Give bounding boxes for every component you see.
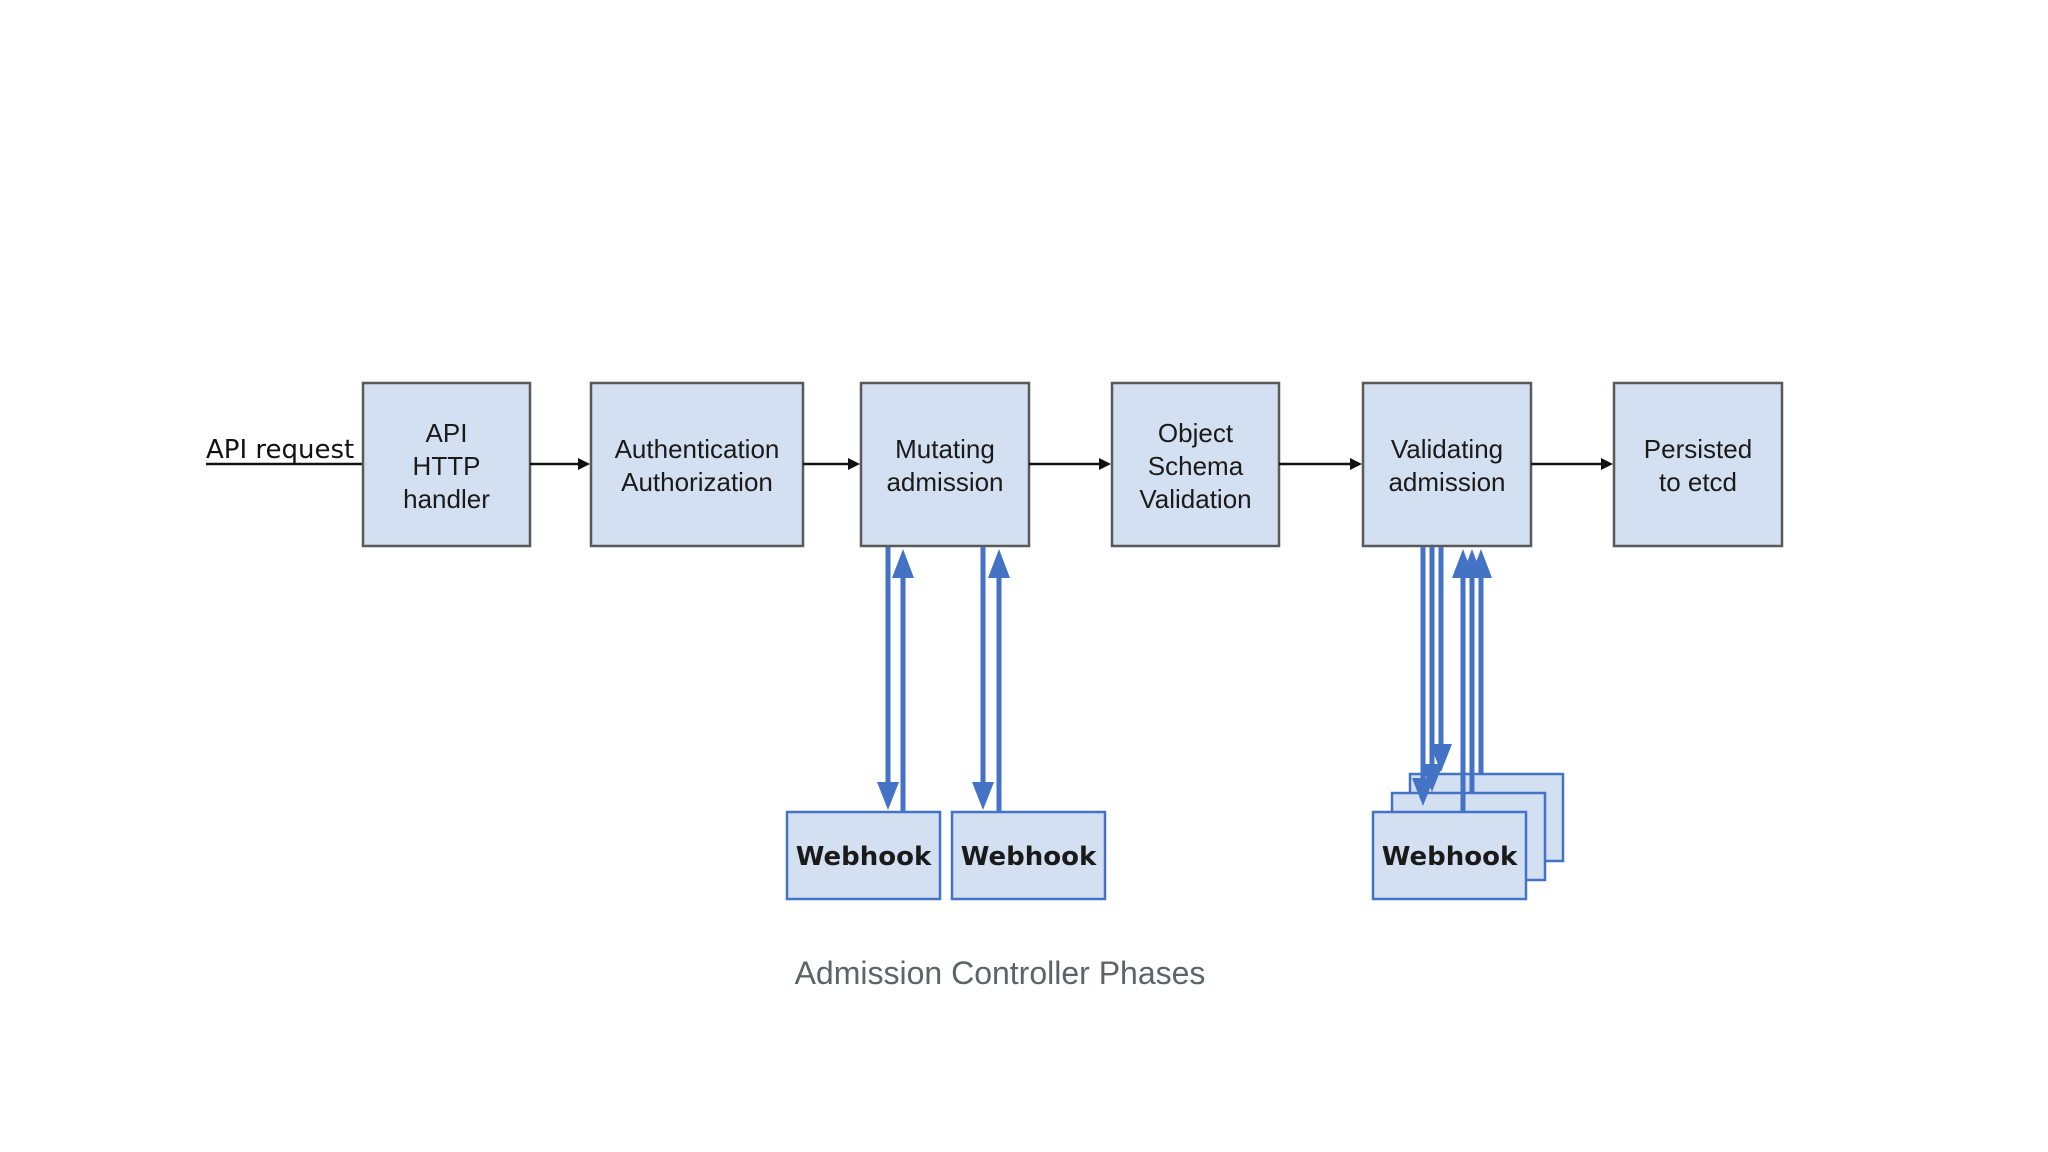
- stage-object-schema-validation: Object Schema Validation: [1110, 381, 1281, 548]
- stage-label-line: API: [426, 418, 468, 448]
- validating-webhook-front: [1371, 810, 1528, 901]
- stage-label-line: Object: [1158, 418, 1234, 448]
- webhook-response-arrow: [988, 549, 1010, 812]
- stage-label-line: Validating: [1391, 434, 1503, 464]
- webhook-call-arrow: [877, 547, 899, 810]
- webhook-label: Webhook: [796, 842, 932, 872]
- flow-arrow: [1279, 458, 1362, 470]
- validating-webhook-stack: Webhook: [1371, 772, 1565, 901]
- mutating-webhook-2: Webhook: [950, 810, 1107, 901]
- stage-label-line: Validation: [1139, 484, 1251, 514]
- stage-persisted-to-etcd: Persisted to etcd: [1612, 381, 1784, 548]
- stage-api-http-handler: API HTTP handler: [361, 381, 532, 548]
- stage-authentication-authorization: Authentication Authorization: [589, 381, 805, 548]
- stage-label-line: Authorization: [621, 467, 773, 497]
- diagram-caption: Admission Controller Phases: [794, 955, 1206, 991]
- stage-label-line: Authentication: [615, 434, 780, 464]
- webhook-response-arrow: [1470, 549, 1492, 774]
- stage-label-line: handler: [403, 484, 490, 514]
- stage-label-line: Persisted: [1644, 434, 1752, 464]
- flow-arrow: [1531, 458, 1613, 470]
- webhook-label: Webhook: [961, 842, 1097, 872]
- stage-label-line: Schema: [1148, 451, 1244, 481]
- mutating-webhook-1: Webhook: [785, 810, 942, 901]
- flow-arrow: [530, 458, 590, 470]
- api-request-label: API request: [206, 435, 354, 465]
- webhook-response-arrow: [892, 549, 914, 812]
- webhook-call-arrow: [972, 547, 994, 810]
- webhook-call-arrow: [1412, 547, 1434, 806]
- webhook-call-arrow: [1421, 547, 1443, 792]
- stage-mutating-admission: Mutating admission: [859, 381, 1031, 548]
- stage-validating-admission: Validating admission: [1361, 381, 1533, 548]
- stage-label-line: HTTP: [413, 451, 481, 481]
- flow-arrow: [1029, 458, 1111, 470]
- webhook-label: Webhook: [1382, 842, 1518, 872]
- flow-arrow: [803, 458, 860, 470]
- stage-label-line: admission: [1388, 467, 1505, 497]
- stage-label-line: to etcd: [1659, 467, 1737, 497]
- webhook-call-arrow: [1430, 547, 1452, 772]
- stage-label-line: Mutating: [895, 434, 995, 464]
- stage-label-line: admission: [886, 467, 1003, 497]
